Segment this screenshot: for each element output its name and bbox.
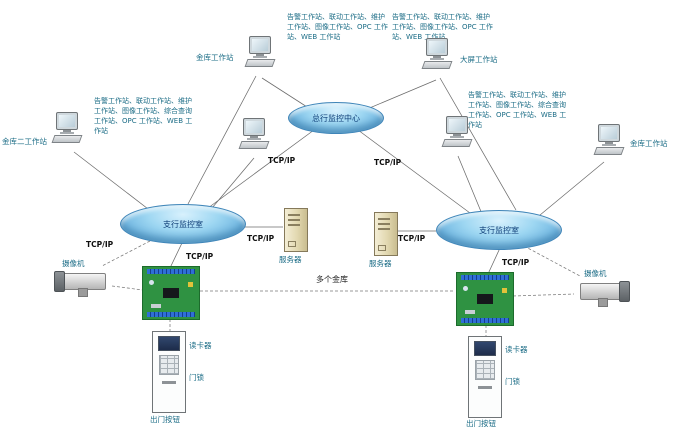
left-branch-label: 支行监控室	[163, 219, 203, 229]
keyboard-icon	[51, 135, 83, 143]
monitor-stand	[250, 136, 258, 138]
monitor-stand	[453, 134, 461, 136]
camera-right-label: 摄像机	[584, 269, 607, 278]
camera-mount	[598, 298, 608, 307]
monitor-icon	[598, 124, 620, 142]
monitor-icon	[243, 118, 265, 136]
server-right-icon	[374, 212, 398, 256]
note-top-left: 告警工作站、联动工作站、维护工作站、图像工作站、OPC 工作站、WEB 工作站	[287, 13, 388, 42]
card-slot	[478, 386, 492, 389]
tcpip-label-6: TCP/IP	[398, 234, 426, 243]
server-left-label: 服务器	[279, 255, 302, 264]
monitor-base	[430, 58, 444, 60]
monitor-base	[602, 144, 616, 146]
relay	[188, 282, 193, 287]
tcpip-label-3: TCP/IP	[86, 240, 114, 249]
camera-lens	[619, 281, 630, 302]
terminal-strip	[147, 312, 195, 317]
terminal-screen	[474, 341, 496, 356]
door-terminal-right-icon	[468, 336, 502, 418]
keyboard-icon	[593, 147, 625, 155]
door-left-button-label: 出门按钮	[150, 415, 180, 424]
door-right-button-label: 出门按钮	[466, 419, 496, 428]
terminal-strip	[461, 275, 509, 280]
server-left-icon	[284, 208, 308, 252]
monitor-icon	[426, 38, 448, 56]
terminal-strip	[461, 318, 509, 323]
camera-mount	[78, 288, 88, 297]
camera-left-label: 摄像机	[62, 259, 85, 268]
monitor-stand	[433, 56, 441, 58]
terminal-screen	[158, 336, 180, 351]
workstation-right2-icon	[440, 116, 474, 147]
monitor-icon	[249, 36, 271, 54]
access-controller-board-right	[456, 272, 514, 326]
terminal-keypad	[159, 355, 179, 375]
chip	[477, 294, 493, 304]
keyboard-icon	[421, 61, 453, 69]
note-right: 告警工作站、联动工作站、维护工作站、图像工作站、综合查询工作站、OPC 工作站、…	[468, 91, 567, 130]
capacitor	[463, 286, 468, 291]
connector	[465, 310, 475, 314]
workstation-top-left-icon	[243, 36, 277, 67]
monitor-base	[60, 132, 74, 134]
chip	[163, 288, 179, 298]
monitor-stand	[605, 142, 613, 144]
multi-vault-label: 多个金库	[316, 275, 348, 284]
center-network-label: 总行监控中心	[312, 113, 360, 123]
door-right-lock-label: 门锁	[505, 377, 520, 386]
right-branch-ellipse: 支行监控室	[436, 210, 562, 250]
tcpip-label-1: TCP/IP	[268, 156, 296, 165]
door-terminal-left-icon	[152, 331, 186, 413]
capacitor	[149, 280, 154, 285]
relay	[502, 288, 507, 293]
workstation-top-left-label: 金库工作站	[196, 53, 234, 62]
monitor-base	[253, 56, 267, 58]
access-controller-board-left	[142, 266, 200, 320]
workstation-right-icon	[592, 124, 626, 155]
monitor-stand	[256, 54, 264, 56]
server-right-label: 服务器	[369, 259, 392, 268]
camera-lens	[54, 271, 65, 292]
camera-right-icon	[572, 276, 632, 310]
monitor-icon	[446, 116, 468, 134]
tcpip-label-7: TCP/IP	[502, 258, 530, 267]
workstation-left-label: 金库二工作站	[2, 137, 47, 146]
camera-left-icon	[52, 266, 112, 300]
terminal-keypad	[475, 360, 495, 380]
tcpip-label-5: TCP/IP	[186, 252, 214, 261]
terminal-strip	[147, 269, 195, 274]
workstation-left2-icon	[237, 118, 271, 149]
workstation-top-right-label: 大屏工作站	[460, 55, 498, 64]
right-branch-label: 支行监控室	[479, 225, 519, 235]
monitor-icon	[56, 112, 78, 130]
center-network-ellipse: 总行监控中心	[288, 102, 384, 134]
keyboard-icon	[441, 139, 473, 147]
note-top-right: 告警工作站、联动工作站、维护工作站、图像工作站、OPC 工作站、WEB 工作站	[392, 13, 493, 42]
connector	[151, 304, 161, 308]
tcpip-label-2: TCP/IP	[374, 158, 402, 167]
door-right-reader-label: 读卡器	[505, 345, 528, 354]
note-left: 告警工作站、联动工作站、维护工作站、图像工作站、综合查询工作站、OPC 工作站、…	[94, 97, 193, 136]
workstation-top-right-icon	[420, 38, 454, 69]
keyboard-icon	[244, 59, 276, 67]
monitor-base	[450, 136, 464, 138]
left-branch-ellipse: 支行监控室	[120, 204, 246, 244]
workstation-right-label: 金库工作站	[630, 139, 668, 148]
card-slot	[162, 381, 176, 384]
monitor-base	[247, 138, 261, 140]
door-left-lock-label: 门锁	[189, 373, 204, 382]
keyboard-icon	[238, 141, 270, 149]
monitor-stand	[63, 130, 71, 132]
door-left-reader-label: 读卡器	[189, 341, 212, 350]
tcpip-label-4: TCP/IP	[247, 234, 275, 243]
workstation-left-icon	[50, 112, 84, 143]
